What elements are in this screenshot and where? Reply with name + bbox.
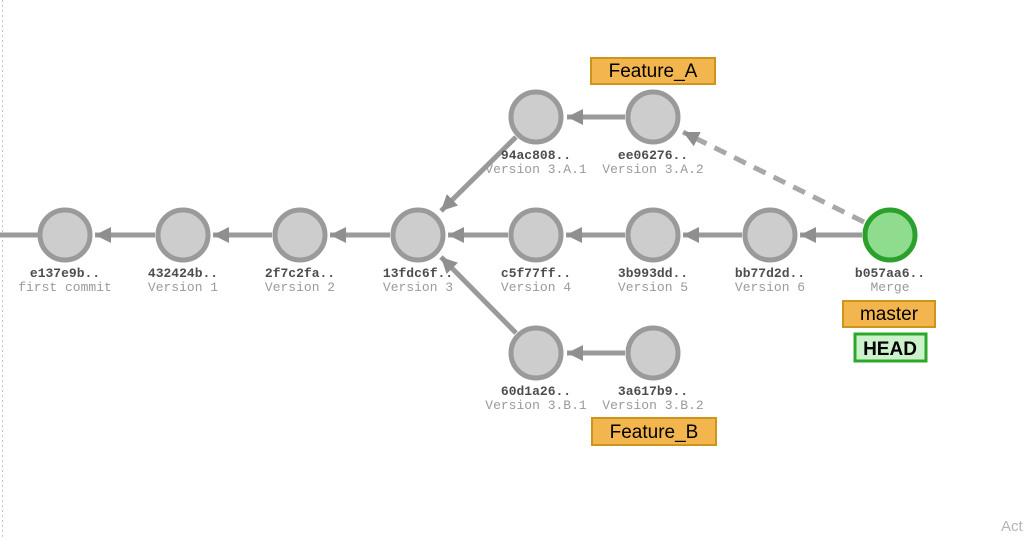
commit-hash: 2f7c2fa..	[265, 266, 335, 281]
commit-circle	[272, 207, 328, 263]
commit-message: Version 3.B.2	[602, 398, 703, 413]
edge-94ac808-13fdc6f	[439, 135, 518, 213]
tag-box	[853, 332, 928, 363]
commit-hash: ee06276..	[618, 148, 688, 163]
commit-node-bb77d2d[interactable]: bb77d2d.. Version 6	[735, 207, 805, 295]
branch-tag-feature-a[interactable]: Feature_A	[590, 57, 716, 85]
commit-message: Version 1	[148, 280, 218, 295]
commit-node-b057aa6-merge[interactable]: b057aa6.. Merge	[855, 207, 925, 295]
commit-hash: e137e9b..	[30, 266, 100, 281]
edge-60d1a26-13fdc6f	[439, 255, 518, 335]
commit-node-60d1a26[interactable]: 60d1a26.. Version 3.B.1	[485, 325, 587, 413]
commit-message: first commit	[18, 280, 112, 295]
commit-hash: bb77d2d..	[735, 266, 805, 281]
commit-circle	[508, 89, 564, 145]
commit-node-94ac808[interactable]: 94ac808.. Version 3.A.1	[485, 89, 587, 177]
commit-message: Version 3	[383, 280, 453, 295]
commit-circle	[37, 207, 93, 263]
tag-label: Feature_A	[609, 61, 698, 82]
activate-watermark-text: Act	[1001, 518, 1024, 535]
commit-node-3b993dd[interactable]: 3b993dd.. Version 5	[618, 207, 688, 295]
commit-circle	[508, 325, 564, 381]
commit-message: Version 5	[618, 280, 688, 295]
commit-hash: c5f77ff..	[501, 266, 571, 281]
commit-circle	[508, 207, 564, 263]
commit-message: Version 3.A.2	[602, 162, 703, 177]
commit-node-13fdc6f[interactable]: 13fdc6f.. Version 3	[383, 207, 453, 295]
commit-circle	[390, 207, 446, 263]
tag-box	[591, 417, 717, 446]
branch-tag-feature-b[interactable]: Feature_B	[591, 417, 717, 446]
commit-circle	[625, 207, 681, 263]
commit-message: Version 2	[265, 280, 335, 295]
commit-circle	[625, 325, 681, 381]
commit-node-e137e9b[interactable]: e137e9b.. first commit	[18, 207, 112, 295]
merge-commit-circle	[862, 207, 918, 263]
tag-label: HEAD	[863, 339, 917, 360]
commit-message: Version 6	[735, 280, 805, 295]
commit-circle	[155, 207, 211, 263]
commit-circle	[742, 207, 798, 263]
commit-hash: 432424b..	[148, 266, 218, 281]
commit-circle	[625, 89, 681, 145]
head-tag[interactable]: HEAD	[853, 332, 928, 363]
edge-merge-parent-b057aa6-ee06276	[681, 129, 866, 225]
commit-node-3a617b9[interactable]: 3a617b9.. Version 3.B.2	[602, 325, 704, 413]
commit-hash: 3a617b9..	[618, 384, 688, 399]
commit-hash: 3b993dd..	[618, 266, 688, 281]
commit-message: Version 3.B.1	[485, 398, 587, 413]
commit-message: Merge	[870, 280, 909, 295]
commit-node-432424b[interactable]: 432424b.. Version 1	[148, 207, 218, 295]
tag-box	[590, 57, 716, 85]
commit-hash: 13fdc6f..	[383, 266, 453, 281]
commit-node-2f7c2fa[interactable]: 2f7c2fa.. Version 2	[265, 207, 335, 295]
commit-hash: b057aa6..	[855, 266, 925, 281]
commit-message: Version 3.A.1	[485, 162, 587, 177]
tag-label: Feature_B	[610, 422, 699, 443]
branch-tag-master[interactable]: master	[842, 300, 936, 328]
commit-hash: 94ac808..	[501, 148, 571, 163]
tag-box	[842, 300, 936, 328]
tag-label: master	[860, 304, 919, 325]
commit-message: Version 4	[501, 280, 571, 295]
commit-node-ee06276[interactable]: ee06276.. Version 3.A.2	[602, 89, 704, 177]
commit-hash: 60d1a26..	[501, 384, 571, 399]
commit-node-c5f77ff[interactable]: c5f77ff.. Version 4	[501, 207, 571, 295]
edges-layer	[0, 109, 866, 361]
